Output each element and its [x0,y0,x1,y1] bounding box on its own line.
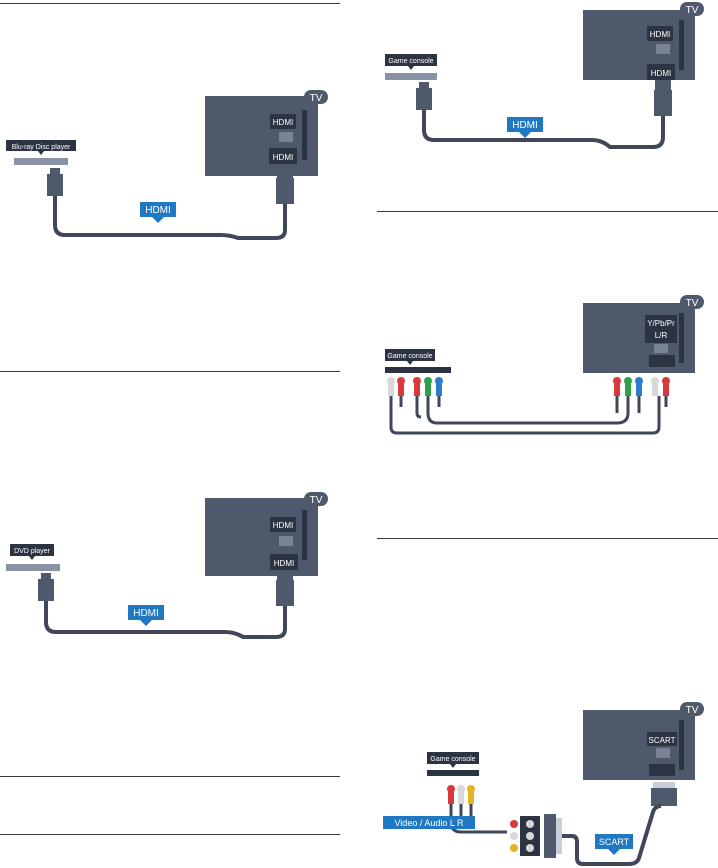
divider-right-1 [377,211,718,212]
cable-label: HDMI [140,202,176,223]
tv-port-label: HDMI [273,521,293,530]
diagram-bluray-hdmi: HDMI HDMI TV Blu-ray Disc player HDMI [6,90,328,240]
cable-label: HDMI [128,605,164,626]
device-label: DVD player [10,544,54,560]
tv-set: HDMI HDMI [205,498,318,576]
tv-port-label-2: HDMI [273,153,293,162]
svg-text:TV: TV [686,705,699,716]
tv-port-label: SCART [649,736,676,745]
tv-port-label-sub: L/R [655,331,668,340]
tv-plug [276,168,294,204]
tv-scart-plug [651,782,677,806]
device-plug [47,168,63,196]
diagram-game-scart: SCART TV Game console Video / Audio L R [383,702,704,866]
svg-text:DVD player: DVD player [14,548,50,555]
cable-label: SCART [595,834,633,855]
device-body [385,367,451,373]
device-label: Blu-ray Disc player [6,140,76,155]
diagram-game-ypbpr: Y/Pb/Pr L/R TV Game console [385,295,704,435]
device-label: Game console [385,349,435,365]
tv-port-label-2: HDMI [651,69,671,78]
tv-badge: TV [680,702,704,716]
svg-text:TV: TV [310,495,323,506]
divider-right-2 [377,538,718,539]
tv-port-label: HDMI [650,30,670,39]
tv-set: HDMI HDMI [205,96,318,176]
svg-text:HDMI: HDMI [133,608,159,619]
divider-left-4 [0,834,340,835]
tv-badge: TV [304,492,328,506]
svg-text:Game console: Game console [430,756,475,763]
device-label: Game console [427,752,479,768]
device-plug [416,82,432,110]
device-body [14,158,68,165]
divider-left-top [0,3,340,4]
svg-text:Game console: Game console [388,58,433,65]
divider-left-2 [0,371,340,372]
diagram-dvd-hdmi: HDMI HDMI TV DVD player HDMI [6,492,328,639]
hdmi-cable [422,110,665,149]
svg-text:HDMI: HDMI [145,205,171,216]
device-body [427,770,479,776]
hdmi-cable [53,196,287,240]
tv-plug [276,570,294,606]
cable-label: HDMI [507,117,543,138]
tv-badge: TV [680,295,704,309]
tv-set: Y/Pb/Pr L/R [583,303,695,373]
tv-rca-plugs [613,377,670,396]
svg-text:SCART: SCART [599,837,630,847]
hdmi-cable [44,601,287,639]
device-body [6,564,60,571]
video-cable [415,396,641,425]
tv-port-label: HDMI [273,118,293,127]
tv-set: SCART [583,710,695,780]
device-body [385,73,437,80]
svg-text:TV: TV [686,298,699,309]
divider-left-3 [0,776,340,777]
tv-port-label-2: HDMI [274,559,294,568]
scart-adapter [510,814,562,858]
device-rca-plugs [387,377,443,396]
svg-text:HDMI: HDMI [512,120,538,131]
svg-text:Video / Audio L R: Video / Audio L R [394,818,464,828]
device-label: Game console [385,54,437,70]
svg-text:TV: TV [310,93,323,104]
diagram-game-hdmi: HDMI HDMI TV Game console HDMI [385,2,704,149]
svg-text:TV: TV [686,5,699,16]
tv-set: HDMI HDMI [583,10,695,80]
adapter-label: Video / Audio L R [383,816,475,829]
scart-cable [562,804,662,866]
svg-text:Game console: Game console [387,353,432,360]
tv-plug [654,80,672,116]
device-rca-plugs [447,785,475,804]
tv-badge: TV [304,90,328,104]
tv-badge: TV [680,2,704,16]
svg-text:Blu-ray Disc player: Blu-ray Disc player [12,144,71,151]
device-plug [38,573,54,601]
tv-port-label: Y/Pb/Pr [647,319,675,328]
audio-cable [389,396,668,435]
